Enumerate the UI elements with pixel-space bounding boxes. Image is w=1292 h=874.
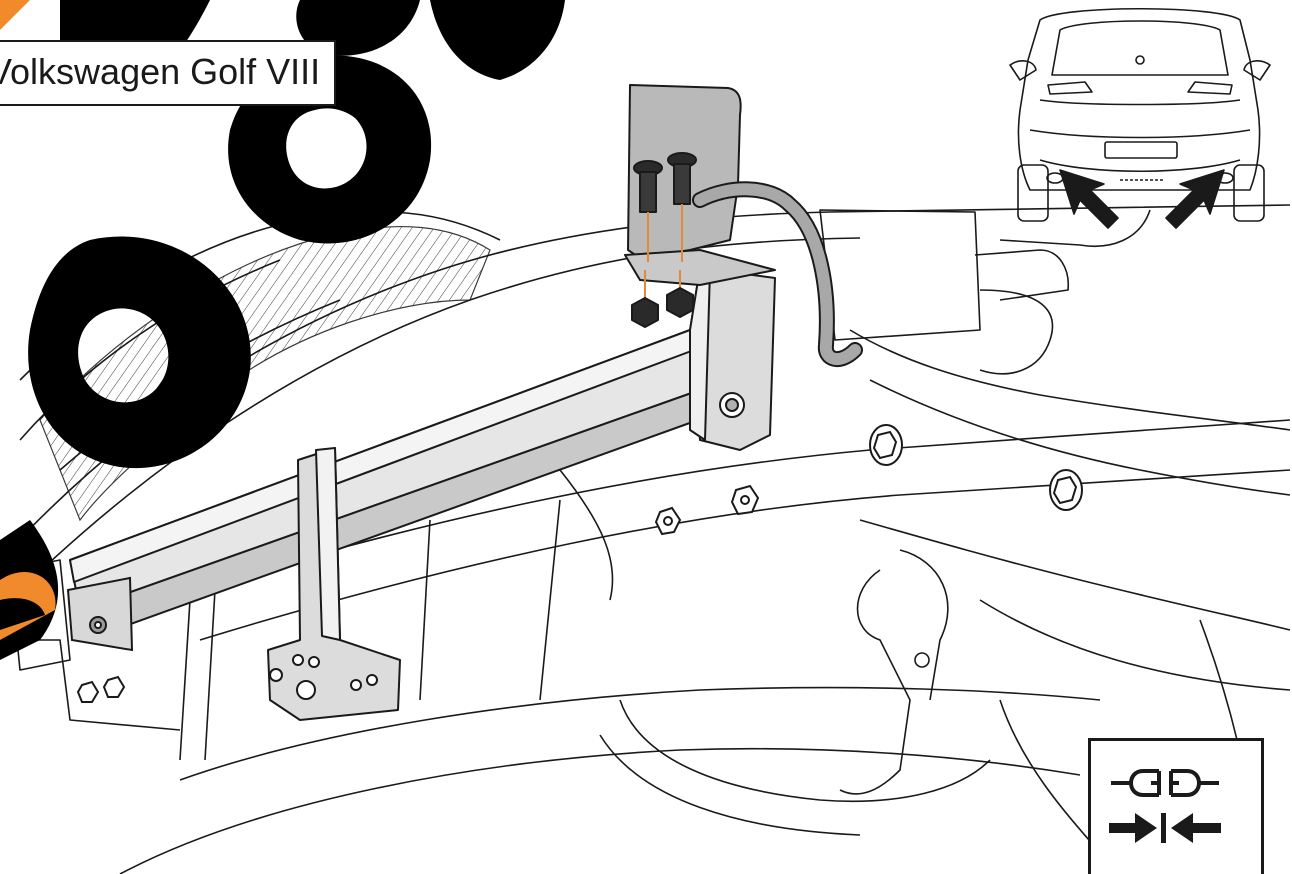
- vehicle-title: Volkswagen Golf VIII: [0, 51, 321, 92]
- hex-bolt-icon: [76, 680, 100, 703]
- plug-socket-connect-icon: [1109, 769, 1221, 843]
- body-fasteners: [76, 424, 1083, 703]
- mounting-point-arrow-icon: [1059, 169, 1119, 229]
- right-side-bracket: [689, 267, 776, 451]
- vehicle-title-box: Volkswagen Golf VIII: [0, 40, 337, 106]
- hex-bolt-icon: [102, 675, 126, 698]
- mounting-point-arrow-icon: [1165, 169, 1225, 229]
- center-mounting-bracket: [267, 447, 401, 721]
- nut: [666, 270, 694, 318]
- car-rear-inset: [1009, 8, 1271, 229]
- connector-legend-box: [1088, 738, 1264, 874]
- hex-bolt-icon: [869, 424, 903, 466]
- upper-mounting-bracket: [624, 84, 776, 328]
- hex-bolt-icon: [654, 506, 682, 536]
- hex-bolt-icon: [1049, 469, 1083, 511]
- bolt: [633, 160, 663, 262]
- nut: [631, 270, 659, 328]
- hex-bolt-icon: [730, 484, 760, 516]
- left-end-plate: [66, 576, 134, 652]
- bolt: [667, 152, 697, 262]
